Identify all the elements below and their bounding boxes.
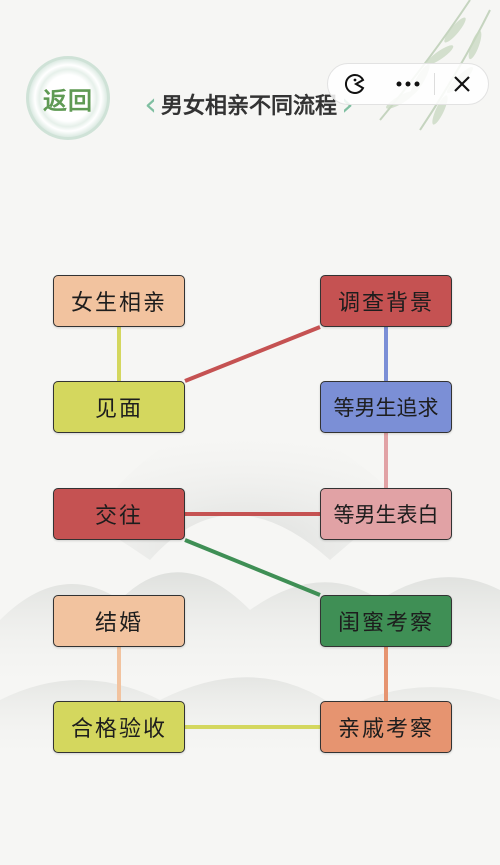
link-meet-background_check: [184, 325, 321, 383]
back-button[interactable]: 返回: [26, 56, 110, 140]
title-left-chevron-icon: ‹: [144, 85, 157, 123]
back-button-label: 返回: [43, 85, 93, 115]
page-title: 男女相亲不同流程: [160, 93, 337, 119]
node-marry[interactable]: 结婚: [53, 595, 185, 647]
mini-program-capsule: [327, 63, 489, 105]
node-wait-confess[interactable]: 等男生表白: [320, 488, 452, 540]
close-icon[interactable]: [435, 64, 488, 104]
node-meet[interactable]: 见面: [53, 381, 185, 433]
node-date[interactable]: 交往: [53, 488, 185, 540]
pacman-icon[interactable]: [328, 64, 381, 104]
node-bestie-check[interactable]: 闺蜜考察: [320, 595, 452, 647]
node-pass-check[interactable]: 合格验收: [53, 701, 185, 753]
link-date-bestie_check: [184, 538, 321, 597]
node-girl-date[interactable]: 女生相亲: [53, 275, 185, 327]
node-wait-pursue[interactable]: 等男生追求: [320, 381, 452, 433]
capsule-divider: [434, 73, 435, 95]
more-icon[interactable]: [381, 64, 434, 104]
node-background-check[interactable]: 调查背景: [320, 275, 452, 327]
node-relatives-check[interactable]: 亲戚考察: [320, 701, 452, 753]
page-title-banner: ‹ 男女相亲不同流程 ›: [118, 84, 380, 124]
